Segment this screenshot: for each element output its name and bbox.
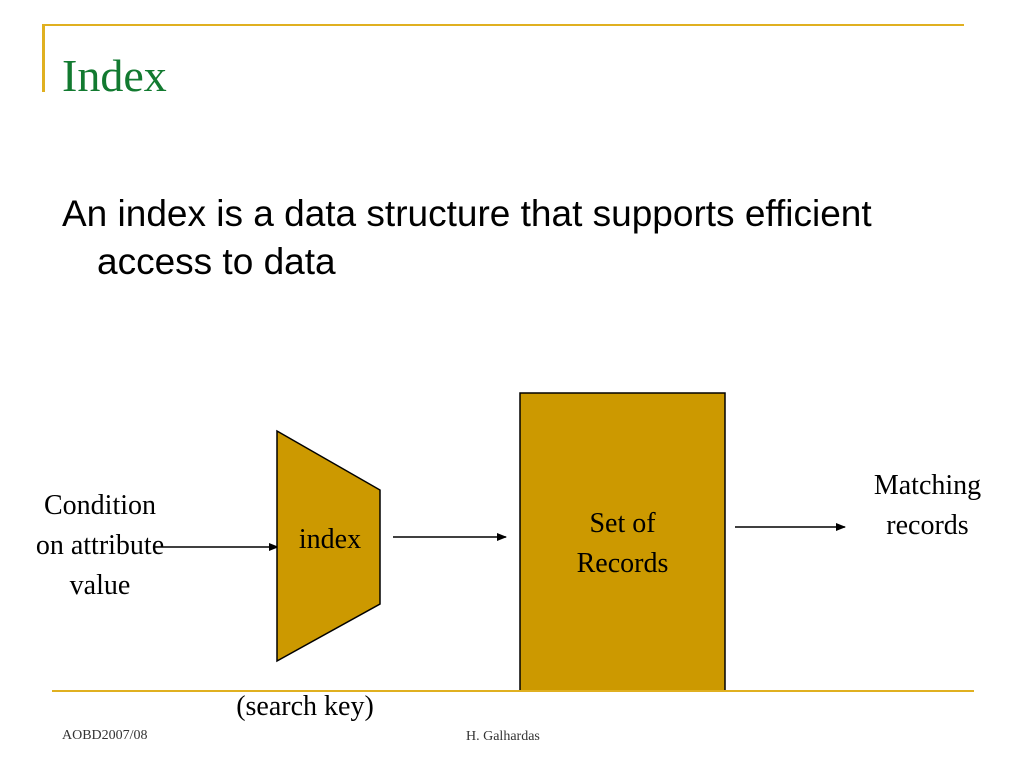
left-accent-line [42,24,45,92]
bottom-accent-line [52,690,974,692]
input-label: Condition on attribute value [35,490,165,601]
footer-course: AOBD2007/08 [62,728,148,743]
records-box [519,392,726,692]
body-text: An index is a data structure that suppor… [62,193,872,282]
search-key-label: (search key) [236,691,374,722]
output-label: Matching records [873,470,982,541]
records-label: Set of Records [576,508,669,579]
footer-author: H. Galhardas [466,729,540,744]
index-label: index [298,524,362,555]
top-accent-line [44,24,964,26]
slide-title: Index [62,50,167,101]
index-shape [276,429,381,663]
